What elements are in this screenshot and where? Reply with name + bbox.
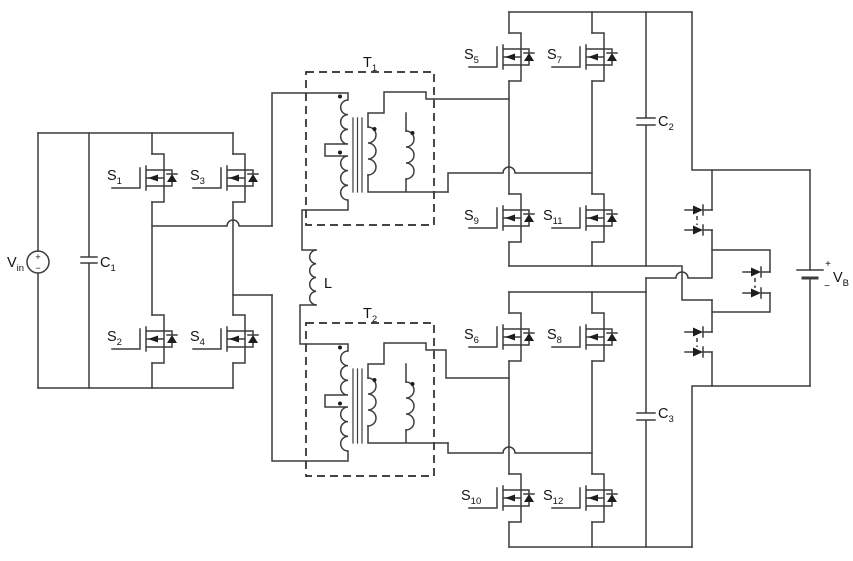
lower-output-bridge xyxy=(468,249,713,548)
label-s4: S4 xyxy=(190,329,205,348)
vin-source-circle xyxy=(26,250,50,274)
wire-mid-rail-upper xyxy=(508,265,713,301)
cap-c1-column xyxy=(80,132,98,389)
cap-c2-column xyxy=(636,11,656,267)
label-vb: VB xyxy=(833,270,849,289)
switch-diode-3 xyxy=(742,266,771,278)
label-s5: S5 xyxy=(464,47,479,66)
t2-sec-exit-lower xyxy=(447,442,593,454)
cap-c3-column xyxy=(636,277,656,548)
wire-bridge-mid-a xyxy=(151,219,273,227)
wire-inductor-to-t2 xyxy=(299,304,317,345)
output-network: + − xyxy=(684,11,831,548)
label-s1: S1 xyxy=(107,168,122,187)
upper-output-bridge xyxy=(468,11,713,301)
t2-sec-exit-upper xyxy=(433,349,510,379)
wire-to-t1-primary xyxy=(271,92,307,227)
battery-minus-mark: − xyxy=(824,281,830,292)
wire-sw4-to-mid xyxy=(711,292,771,313)
t1-windings xyxy=(305,71,449,226)
label-s10: S10 xyxy=(461,488,481,507)
wire-c3-top-tap xyxy=(645,249,713,279)
label-s3: S3 xyxy=(190,168,205,187)
primary-link xyxy=(271,92,317,462)
input-full-bridge: + − xyxy=(26,132,273,389)
label-t1: T1 xyxy=(363,55,377,74)
wire-battery-plus-rail xyxy=(691,11,811,171)
label-t2: T2 xyxy=(363,306,377,325)
label-c1: C1 xyxy=(100,255,116,274)
t2-windings xyxy=(305,322,449,477)
label-s9: S9 xyxy=(464,208,479,227)
wire-battery-minus-rail xyxy=(691,385,811,548)
transformer-t1 xyxy=(305,71,593,226)
switch-diode-2 xyxy=(684,224,713,236)
label-s8: S8 xyxy=(547,327,562,346)
label-vin: Vin xyxy=(7,255,24,274)
label-s6: S6 xyxy=(464,327,479,346)
t1-sec-exit-lower xyxy=(447,166,593,193)
label-s11: S11 xyxy=(543,208,563,227)
label-s7: S7 xyxy=(547,47,562,66)
transformer-t2 xyxy=(305,322,593,477)
vin-minus-mark: − xyxy=(35,263,40,273)
switch-diode-4 xyxy=(742,287,771,299)
label-s2: S2 xyxy=(107,329,122,348)
switch-diode-6 xyxy=(684,346,713,358)
wire-to-t2-primary xyxy=(271,294,307,462)
wire-sw2-to-sw3 xyxy=(711,229,771,273)
label-c2: C2 xyxy=(658,114,674,133)
labels: Vin C1 S1 S3 S2 S4 T1 T2 L S5 S7 S9 S11 … xyxy=(7,47,849,507)
label-l: L xyxy=(324,276,332,292)
label-c3: C3 xyxy=(658,406,674,425)
battery-plus-mark: + xyxy=(825,259,831,270)
label-s12: S12 xyxy=(543,488,563,507)
inductor-l-coil xyxy=(308,249,317,306)
wire-t1-to-inductor xyxy=(301,209,317,251)
vin-plus-mark: + xyxy=(35,252,40,262)
switch-diode-5 xyxy=(684,326,713,338)
switch-diode-1 xyxy=(684,204,713,216)
